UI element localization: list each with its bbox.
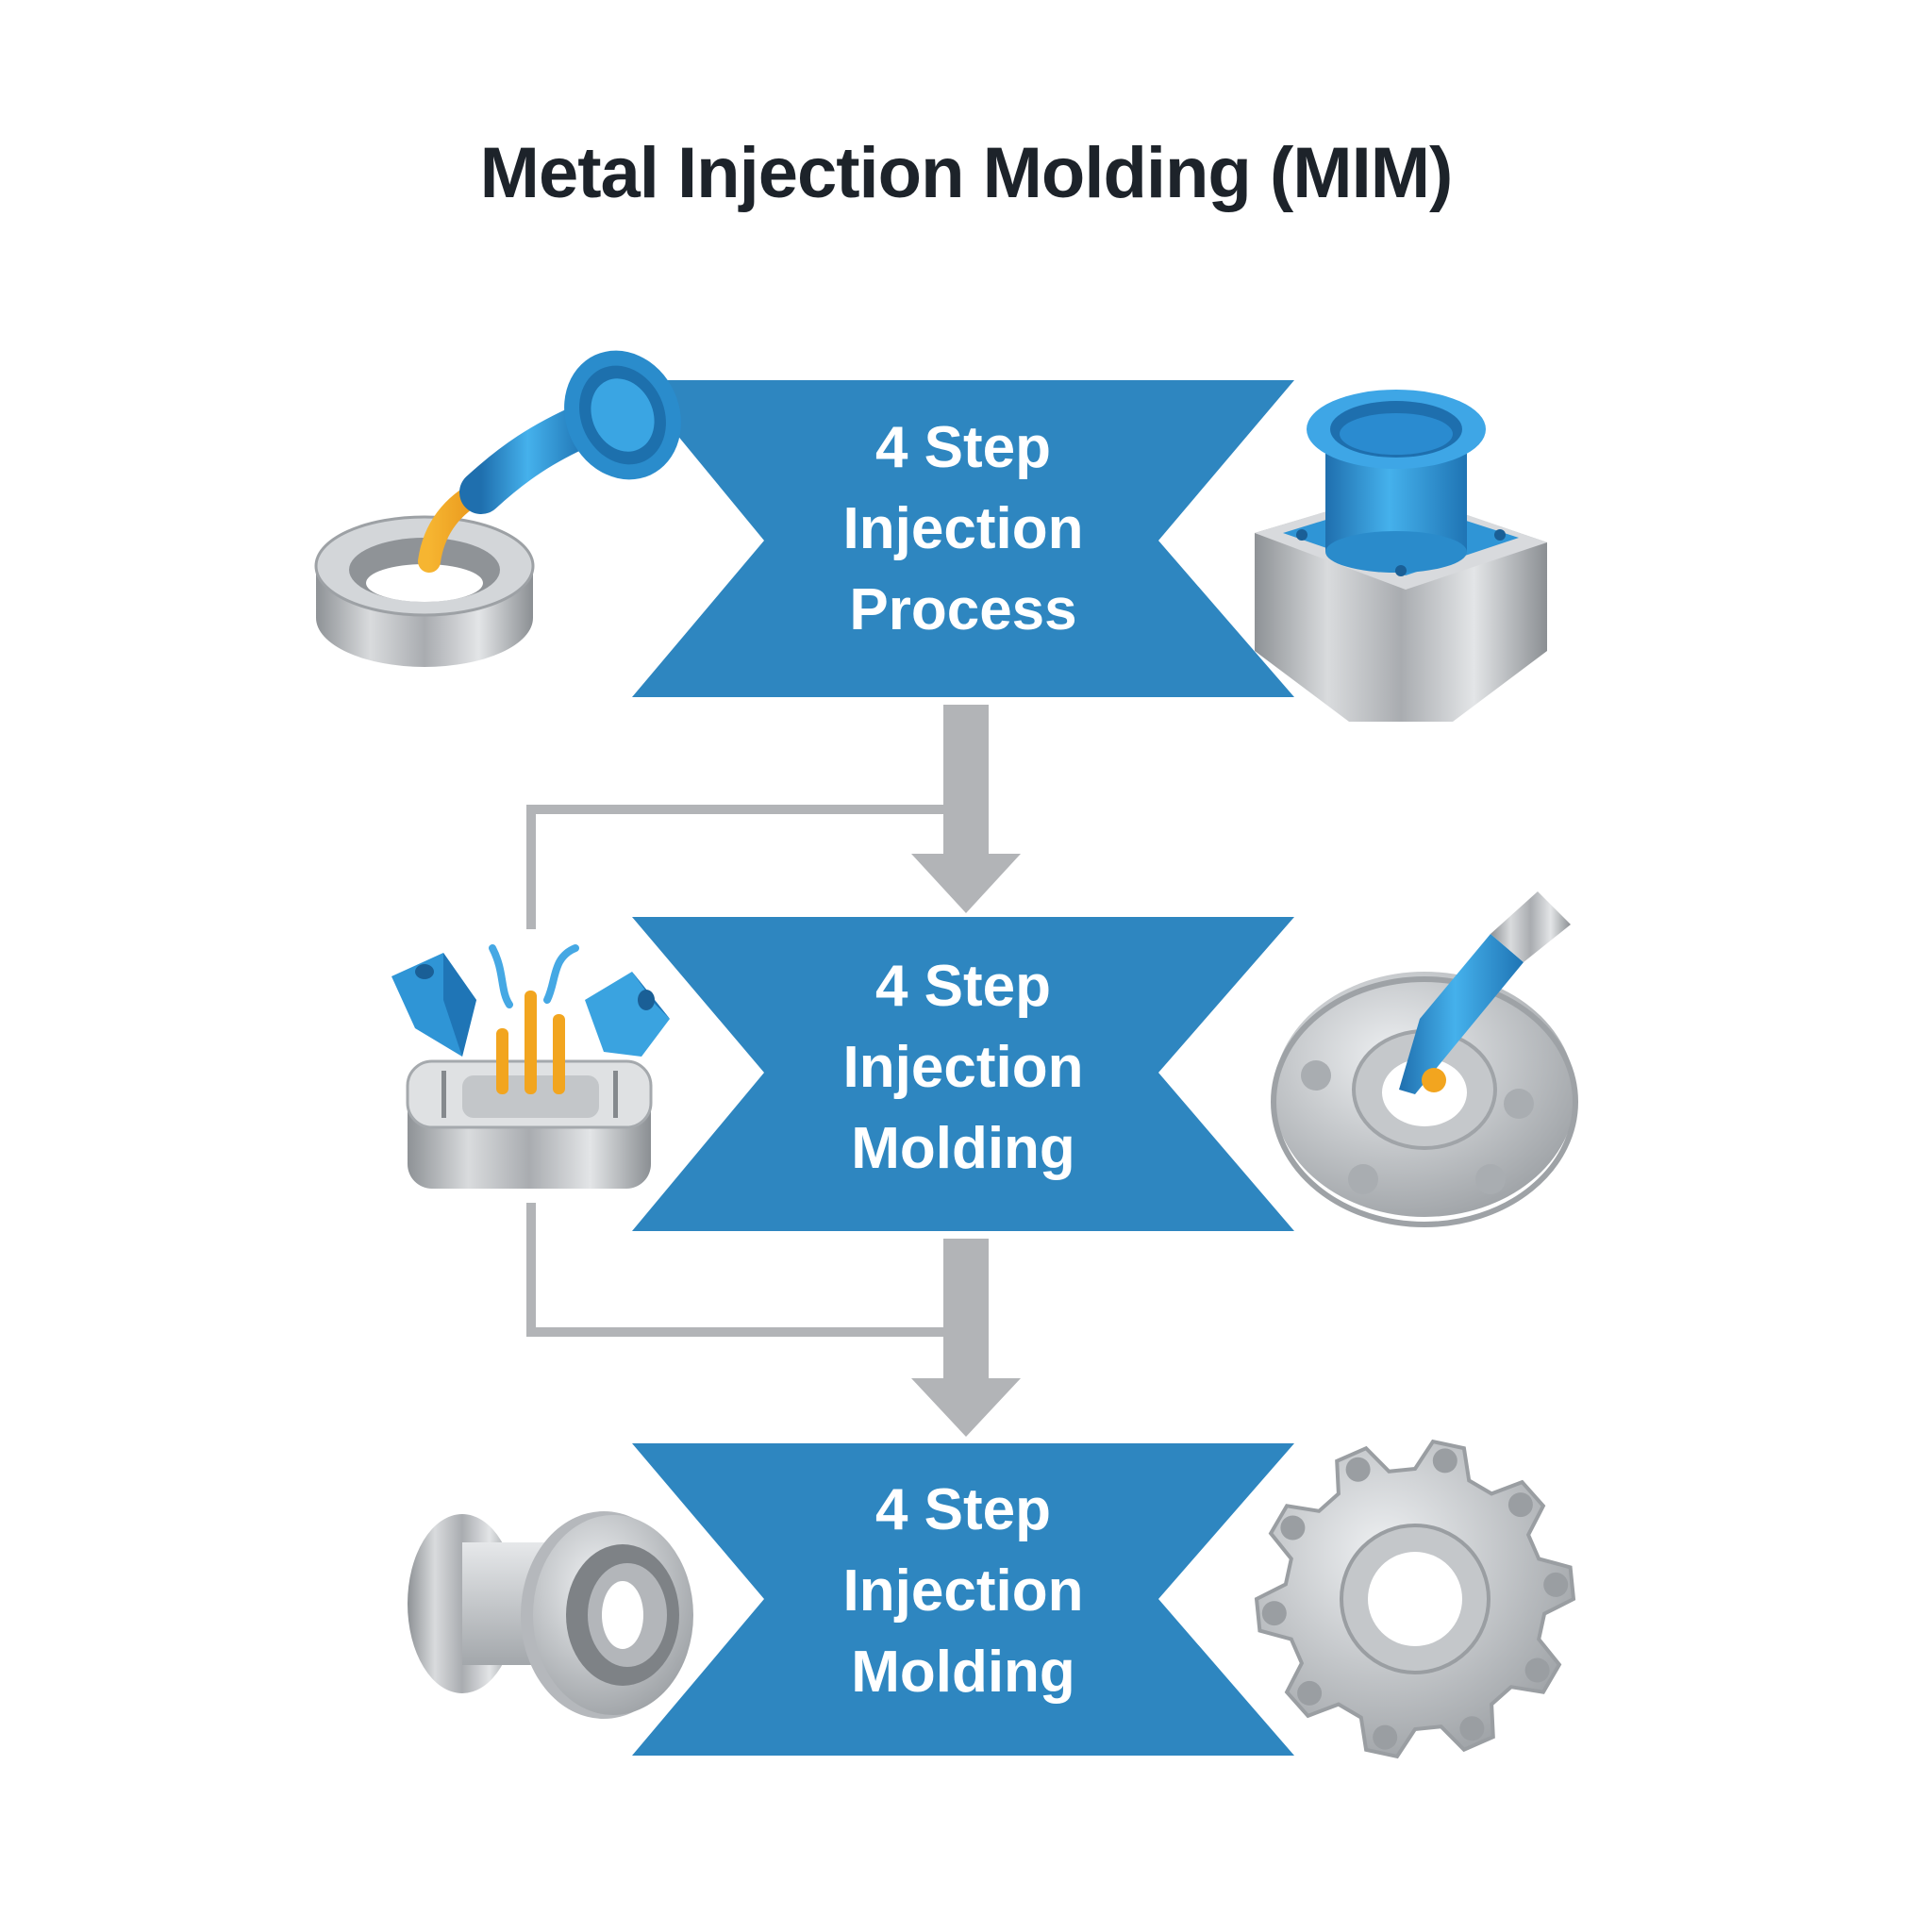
step-2-label: 4 Step Injection Molding [737,946,1190,1190]
step-2-line-3: Molding [851,1116,1075,1181]
step-3-line-1: 4 Step [874,1477,1052,1542]
connector-1-2 [526,705,1021,1337]
nozzle-injecting-into-flange-icon [1271,891,1578,1227]
step-3-label: 4 Step Injection Molding [737,1470,1190,1713]
step-banner-1 [632,380,1294,697]
gear-bolt-hole [1297,1680,1323,1706]
connector-2-3 [911,1239,1021,1437]
gear-center-hole [1368,1552,1462,1646]
nozzle-pouring-into-steel-ring-icon [314,350,681,667]
steel-gear-icon [1254,1439,1576,1759]
gear-bolt-hole [1345,1457,1371,1482]
gear-bolt-hole [1432,1448,1457,1474]
step-3-line-2: Injection [842,1558,1084,1624]
loop-line-bottom-return [526,1203,946,1337]
step-1-line-1: 4 Step [874,415,1052,480]
loop-line-top [526,805,946,929]
step-2-line-2: Injection [842,1035,1084,1100]
gear-bolt-hole [1261,1601,1287,1626]
step-1-line-2: Injection [842,496,1084,561]
gear-bolt-hole [1524,1657,1550,1683]
down-arrow-1 [911,705,1021,913]
mold-cavity-with-molten-feedstock-icon [391,944,670,1189]
step-banner-2 [632,917,1294,1231]
blue-flange-on-steel-block-icon [1255,390,1547,722]
gear-bolt-hole [1543,1572,1569,1597]
gear-bolt-hole [1280,1515,1306,1541]
gear-bolt-hole [1507,1492,1533,1518]
step-1-line-3: Process [849,577,1077,642]
down-arrow-2 [911,1239,1021,1437]
step-banner-3 [632,1443,1294,1756]
gear-bolt-hole [1373,1724,1398,1750]
diagram-title: Metal Injection Molding (MIM) [479,133,1454,213]
step-3-line-3: Molding [851,1640,1075,1705]
step-1-label: 4 Step Injection Process [737,408,1190,651]
gear-bolt-hole [1459,1716,1485,1741]
steel-bushing-icon [408,1511,693,1719]
step-2-line-1: 4 Step [874,954,1052,1019]
